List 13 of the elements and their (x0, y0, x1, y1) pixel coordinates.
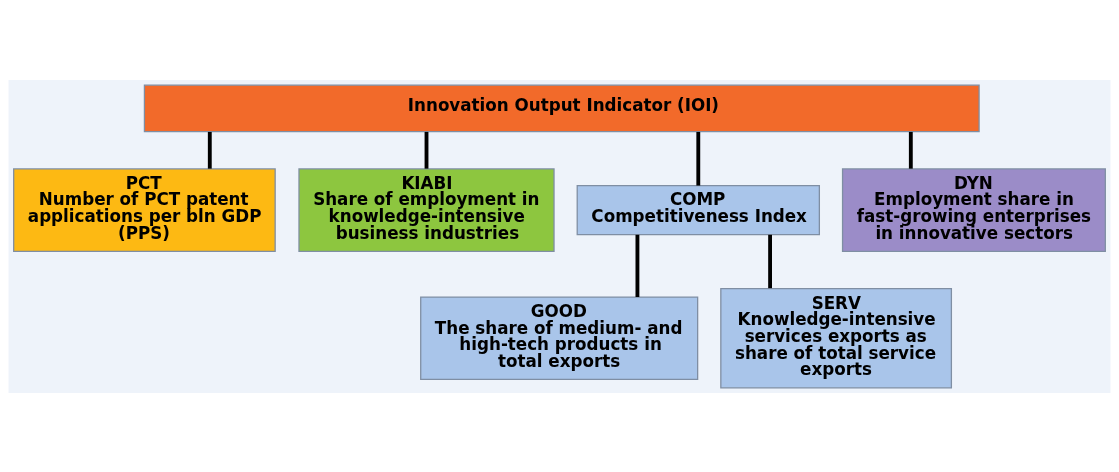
node-box: KIABI Share of employment in knowledge-intensive business industries (298, 167, 555, 252)
node-box: SERV Knowledge-intensive services exports as share of total service exports (720, 287, 953, 388)
connector (424, 131, 429, 169)
connector (635, 234, 640, 297)
node-box: GOOD The share of medium- and high-tech products in total exports (420, 295, 699, 380)
node-box: Innovation Output Indicator (IOI) (143, 84, 980, 132)
connector (768, 234, 773, 288)
connector (908, 131, 913, 169)
node-box: PCT Number of PCT patent applications per bln GDP (PPS) (13, 167, 276, 252)
connector (696, 131, 701, 186)
node-box: DYN Employment share in fast-growing enterprises in innovative sectors (841, 167, 1106, 252)
connector (207, 131, 212, 169)
node-box: COMP Competitiveness Index (576, 184, 820, 235)
